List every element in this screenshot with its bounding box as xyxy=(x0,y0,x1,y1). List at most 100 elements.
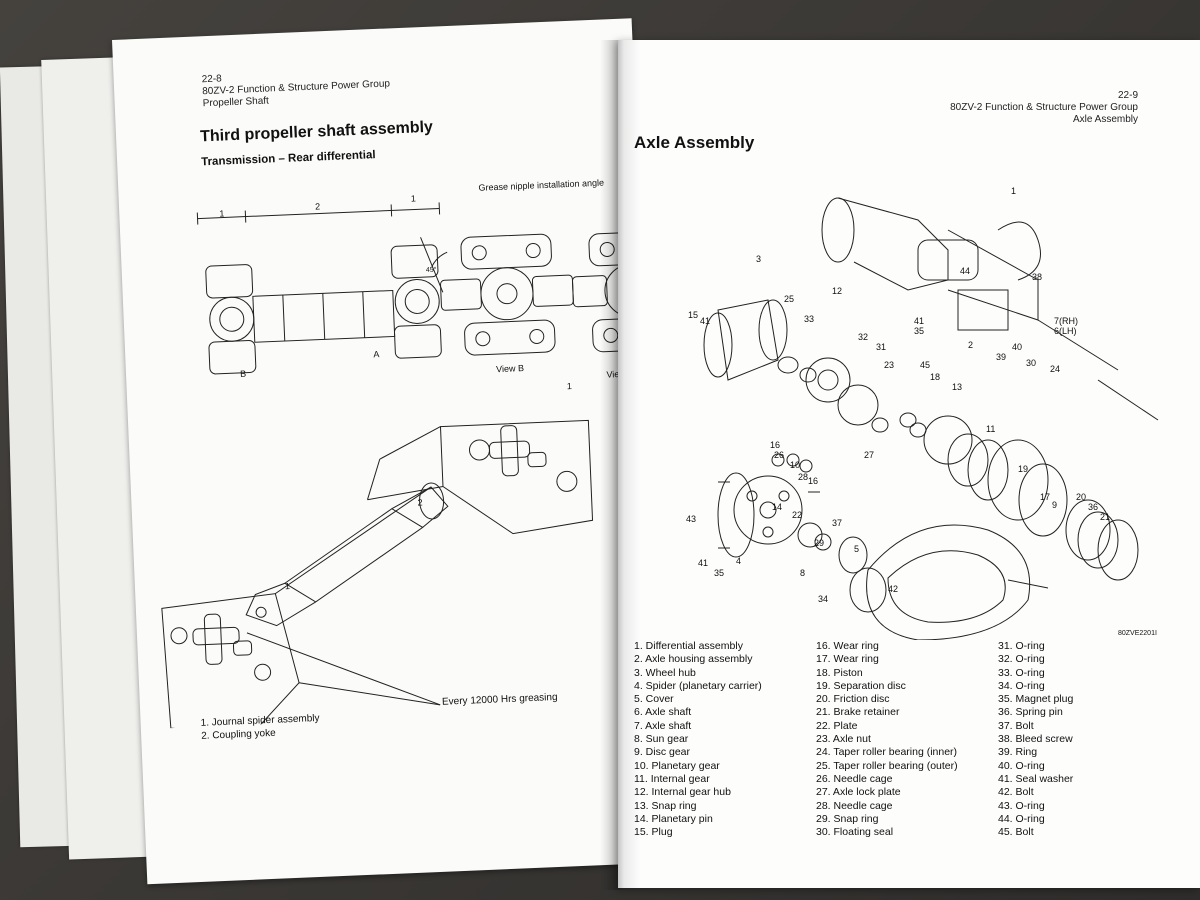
legend-item: 13. Snap ring xyxy=(634,799,697,812)
legend-item: 10. Planetary gear xyxy=(634,759,720,772)
legend-item: 35. Magnet plug xyxy=(998,693,1074,706)
legend-item: 19. Separation disc xyxy=(816,679,906,692)
legend-item: 15. Plug xyxy=(634,826,673,839)
callout: 8 xyxy=(800,568,806,578)
legend-item: 27. Axle lock plate xyxy=(816,786,901,799)
right-header-line1: 80ZV-2 Function & Structure Power Group xyxy=(950,102,1138,113)
arrow-b-label: B xyxy=(239,368,247,379)
legend-item: 33. O-ring xyxy=(998,666,1045,679)
callout: 33 xyxy=(804,314,815,324)
legend-item: 41. Seal washer xyxy=(998,772,1074,785)
callout: 20 xyxy=(1076,492,1087,502)
legend-item: 38. Bleed screw xyxy=(998,733,1073,746)
callout: 3 xyxy=(756,254,762,264)
callout: 15 xyxy=(688,310,699,320)
propeller-shaft-diagram xyxy=(161,202,661,730)
callout: 30 xyxy=(1026,358,1037,368)
callout: 37 xyxy=(832,518,843,528)
callout: 16 xyxy=(808,476,819,486)
callout: 43 xyxy=(686,514,697,524)
callout: 29 xyxy=(814,538,825,548)
right-page-title: Axle Assembly xyxy=(634,133,755,152)
callout: 35 xyxy=(714,568,725,578)
callout: 4 xyxy=(736,556,742,566)
callout: 39 xyxy=(996,352,1007,362)
legend-item: 37. Bolt xyxy=(998,719,1034,732)
legend-item: 3. Wheel hub xyxy=(634,666,696,679)
callout: 16 xyxy=(770,440,781,450)
dimension-1-left: 1 xyxy=(219,208,225,219)
legend-item: 1. Differential assembly xyxy=(634,640,743,652)
callout: 28 xyxy=(798,472,809,482)
legend-item: 6. Axle shaft xyxy=(634,706,692,719)
legend-item: 24. Taper roller bearing (inner) xyxy=(816,746,958,759)
callout: 40 xyxy=(1012,342,1023,352)
legend-item: 7. Axle shaft xyxy=(634,719,692,732)
legend-item: 28. Needle cage xyxy=(816,799,893,812)
callout: 41 xyxy=(700,316,711,326)
left-header-line1: 80ZV-2 Function & Structure Power Group xyxy=(202,78,391,98)
left-page-number: 22-8 xyxy=(201,73,222,86)
left-legend: 1. Journal spider assembly 2. Coupling y… xyxy=(200,712,320,744)
callout: 12 xyxy=(832,286,843,296)
callout: 21 xyxy=(1100,512,1111,522)
legend-item: 44. O-ring xyxy=(998,812,1045,825)
callout: 31 xyxy=(876,342,887,352)
callout: 26 xyxy=(774,450,785,460)
callout: 38 xyxy=(1032,272,1043,282)
legend-item: 2. Axle housing assembly xyxy=(634,653,753,666)
legend-item: 18. Piston xyxy=(816,666,863,679)
legend-item: 16. Wear ring xyxy=(816,640,879,652)
legend-item: 32. O-ring xyxy=(998,653,1045,666)
legend-item: 11. Internal gear xyxy=(634,772,710,785)
callout: 19 xyxy=(1018,464,1029,474)
right-page: 22-9 80ZV-2 Function & Structure Power G… xyxy=(618,40,1200,888)
callout: 17 xyxy=(1040,492,1051,502)
legend-item: 4. Spider (planetary carrier) xyxy=(634,679,762,692)
callout: 6(LH) xyxy=(1054,326,1077,336)
dimension-1-right: 1 xyxy=(410,193,417,204)
legend-item: 40. O-ring xyxy=(998,759,1045,772)
legend-item: 25. Taper roller bearing (outer) xyxy=(816,759,958,772)
legend-item: 14. Planetary pin xyxy=(634,812,713,825)
legend-item: 17. Wear ring xyxy=(816,653,879,666)
right-page-number: 22-9 xyxy=(1117,90,1138,101)
callout: 9 xyxy=(1052,500,1058,510)
callout: 35 xyxy=(914,326,925,336)
angle-45-label: 45° xyxy=(425,266,437,275)
legend-item: 31. O-ring xyxy=(998,640,1045,652)
callout: 25 xyxy=(784,294,795,304)
callout: 11 xyxy=(986,424,996,434)
arrow-a-label: A xyxy=(373,349,380,360)
axle-exploded-diagram xyxy=(703,197,1159,640)
dimension-2: 2 xyxy=(314,201,321,212)
legend-item: 42. Bolt xyxy=(998,786,1034,799)
left-page: 22-8 80ZV-2 Function & Structure Power G… xyxy=(112,18,667,885)
legend-item: 20. Friction disc xyxy=(816,693,890,706)
legend-item: 34. O-ring xyxy=(998,679,1045,692)
callout: 36 xyxy=(1088,502,1099,512)
callout: 10 xyxy=(790,460,801,470)
legend-item: 22. Plate xyxy=(816,719,858,732)
callout: 32 xyxy=(858,332,869,342)
callout: 7(RH) xyxy=(1054,316,1078,326)
callout: 1 xyxy=(1011,186,1017,196)
callout: 22 xyxy=(792,510,803,520)
legend-item: 9. Disc gear xyxy=(634,746,691,759)
left-page-title: Third propeller shaft assembly xyxy=(199,118,434,146)
callout: 45 xyxy=(920,360,931,370)
callout: 13 xyxy=(952,382,963,392)
callout: 5 xyxy=(854,544,860,554)
callout-2: 2 xyxy=(417,497,423,508)
callout: 41 xyxy=(914,316,925,326)
callout: 14 xyxy=(772,502,783,512)
callout: 44 xyxy=(960,266,971,276)
callout: 42 xyxy=(888,584,899,594)
legend-item: 36. Spring pin xyxy=(998,706,1063,719)
legend-item: 12. Internal gear hub xyxy=(634,786,731,799)
legend-item: 39. Ring xyxy=(998,746,1038,759)
callout: 2 xyxy=(968,340,974,350)
left-header-line2: Propeller Shaft xyxy=(202,95,270,110)
callout: 41 xyxy=(698,558,709,568)
legend-item: 29. Snap ring xyxy=(816,812,879,825)
